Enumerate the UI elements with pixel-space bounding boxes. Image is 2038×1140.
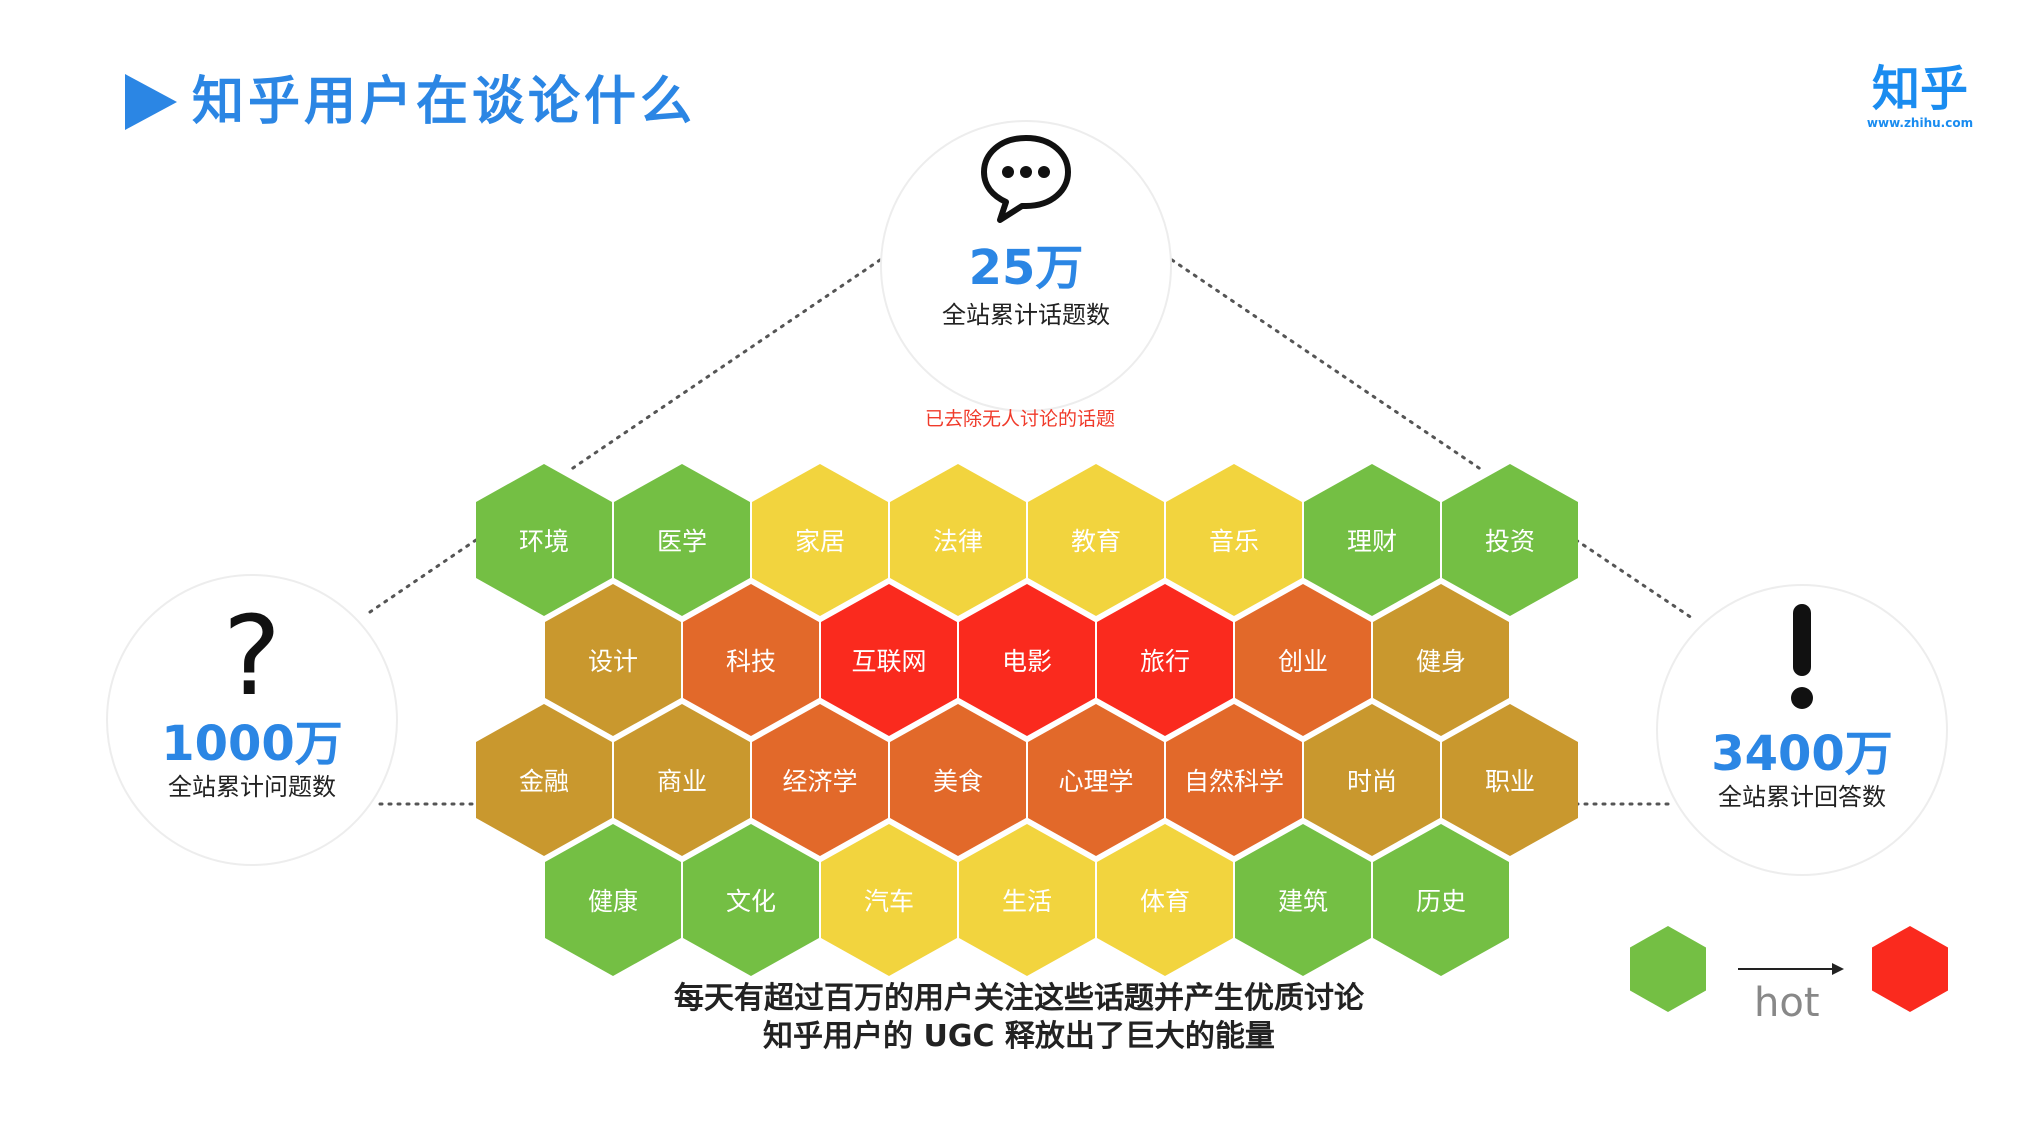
topic-hex-label: 健康 xyxy=(587,887,638,916)
answers-stat-circle: 3400万 全站累计回答数 xyxy=(1656,584,1948,876)
title-arrow-icon xyxy=(125,74,177,130)
legend-arrow-icon xyxy=(1832,963,1844,975)
topic-hex-label: 健身 xyxy=(1415,647,1466,676)
topic-hex-label: 自然科学 xyxy=(1183,767,1284,796)
topic-hex-label: 教育 xyxy=(1070,527,1121,556)
footer-text: 每天有超过百万的用户关注这些话题并产生优质讨论 知乎用户的 UGC 释放出了巨大… xyxy=(519,980,1519,1056)
connector-top-right xyxy=(1170,258,1484,472)
topic-hex-label: 理财 xyxy=(1346,527,1397,556)
topic-hex-label: 体育 xyxy=(1139,887,1190,916)
logo-url: www.zhihu.com xyxy=(1866,116,1974,130)
footer-line-1: 每天有超过百万的用户关注这些话题并产生优质讨论 xyxy=(674,981,1364,1016)
topic-hex-label: 美食 xyxy=(932,767,983,796)
connector-top-left xyxy=(568,258,882,472)
topic-hex-label: 互联网 xyxy=(851,647,927,676)
connector-right-upper xyxy=(1574,538,1694,620)
topic-hex-label: 生活 xyxy=(1001,887,1052,916)
questions-stat-label: 全站累计问题数 xyxy=(168,773,336,801)
legend-arrow-line xyxy=(1738,968,1834,970)
questions-stat-value: 1000万 xyxy=(161,716,343,772)
question-mark-icon: ? xyxy=(222,592,282,720)
topic-hex-label: 电影 xyxy=(1001,647,1052,676)
footer-line-2: 知乎用户的 UGC 释放出了巨大的能量 xyxy=(763,1019,1275,1054)
topic-hex-label: 建筑 xyxy=(1277,887,1328,916)
topics-stat-label: 全站累计话题数 xyxy=(942,301,1110,329)
topic-hex-label: 商业 xyxy=(656,767,707,796)
topic-hex-label: 时尚 xyxy=(1346,767,1397,796)
filter-note: 已去除无人讨论的话题 xyxy=(924,408,1115,430)
topic-hex-label: 金融 xyxy=(518,767,569,796)
topic-hex-label: 法律 xyxy=(932,527,983,556)
topic-hex-label: 科技 xyxy=(725,647,776,676)
topic-hex-label: 文化 xyxy=(725,887,776,916)
topic-hex-label: 旅行 xyxy=(1139,647,1190,676)
topic-hex-label: 投资 xyxy=(1484,527,1535,556)
logo-mark: 知乎 xyxy=(1871,61,1968,117)
speech-bubble-icon xyxy=(882,132,1170,228)
topic-hex-label: 历史 xyxy=(1415,887,1466,916)
topic-hex-label: 心理学 xyxy=(1058,767,1134,796)
answers-stat-value: 3400万 xyxy=(1711,726,1893,782)
questions-stat-circle: ? 1000万 全站累计问题数 xyxy=(106,574,398,866)
topic-hex-label: 经济学 xyxy=(782,767,858,796)
topics-stat-value: 25万 xyxy=(968,240,1084,296)
answers-stat-label: 全站累计回答数 xyxy=(1718,783,1886,811)
topic-hex-label: 汽车 xyxy=(863,887,914,916)
page-title: 知乎用户在谈论什么 xyxy=(192,72,697,132)
legend-label: hot xyxy=(1754,980,1820,1026)
topic-hex-label: 设计 xyxy=(587,647,638,676)
exclamation-mark-icon xyxy=(1658,602,1946,716)
topic-hex-label: 职业 xyxy=(1484,767,1535,796)
topic-hex-label: 音乐 xyxy=(1208,527,1259,556)
topic-hex-label: 医学 xyxy=(656,527,707,556)
connector-left-upper xyxy=(368,538,478,614)
topic-hex-label: 创业 xyxy=(1277,647,1328,676)
topics-stat-circle: 25万 全站累计话题数 xyxy=(880,120,1172,412)
topic-hex-label: 环境 xyxy=(518,527,569,556)
topic-hex-label: 家居 xyxy=(794,527,845,556)
zhihu-logo: 知乎 www.zhihu.com xyxy=(1860,60,1980,130)
